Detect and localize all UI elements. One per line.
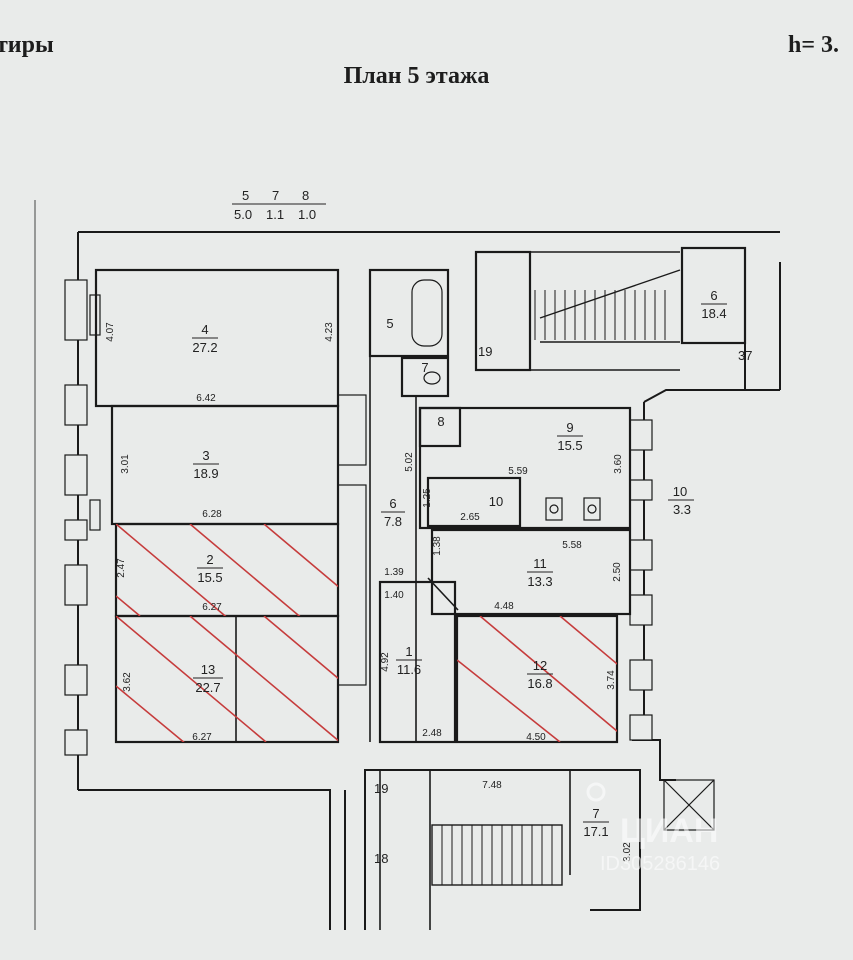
header-right-fragment: h= 3. <box>788 32 840 58</box>
room-9 <box>418 406 632 530</box>
room-5 <box>368 268 450 358</box>
dim-room1-bottom: 2.48 <box>422 728 442 739</box>
room-7-out-area: 17.1 <box>583 824 608 839</box>
dim-room1-width: 1.40 <box>384 590 404 601</box>
legend-number-1: 5 <box>242 188 249 203</box>
room-5-number: 5 <box>386 316 393 331</box>
dim-room13-width: 6.27 <box>192 732 212 743</box>
room-13-number: 13 <box>201 662 215 677</box>
room-4-area: 27.2 <box>192 340 217 355</box>
dim-room12-right: 3.74 <box>606 670 617 690</box>
wall-blocks <box>89 294 367 686</box>
legend-area-1: 5.0 <box>234 207 252 222</box>
room-13-area: 22.7 <box>195 680 220 695</box>
room-3-number: 3 <box>202 448 209 463</box>
stair-19-bottom: 19 <box>374 781 388 796</box>
room-3-area: 18.9 <box>193 466 218 481</box>
room-6-number: 6 <box>389 496 396 511</box>
dim-room10-width: 2.65 <box>460 512 480 523</box>
dim-room2-left: 2.47 <box>116 558 127 578</box>
room-1 <box>378 580 457 744</box>
room-1-number: 1 <box>405 644 412 659</box>
watermark: ЦИАН ID305286146 <box>586 782 720 875</box>
room-13 <box>114 614 340 744</box>
room-6-out-area: 18.4 <box>701 306 726 321</box>
dim-room11-width: 5.58 <box>562 540 582 551</box>
room-6-out <box>680 246 747 345</box>
room-9-area: 15.5 <box>557 438 582 453</box>
room-6-area: 7.8 <box>384 514 402 529</box>
legend-area-3: 1.0 <box>298 207 316 222</box>
dim-room9-width: 5.59 <box>508 466 528 477</box>
watermark-id: ID305286146 <box>600 853 720 875</box>
room-10 <box>426 476 522 528</box>
right-windows <box>629 419 653 741</box>
toilet-icon <box>423 371 441 385</box>
legend-number-2: 7 <box>272 188 279 203</box>
dim-room11-left: 1.38 <box>432 536 443 556</box>
header-left-fragment: тиры <box>0 32 54 58</box>
stair-37: 37 <box>738 348 752 363</box>
room-1-area: 11.6 <box>397 662 421 677</box>
entrance-box-icon <box>663 779 715 831</box>
room-11-area: 13.3 <box>527 574 552 589</box>
room-2-number: 2 <box>206 552 213 567</box>
plan-title: План 5 этажа <box>343 63 490 89</box>
stair-19-top: 19 <box>478 344 492 359</box>
room-7 <box>400 356 450 398</box>
dim-room4-left: 4.07 <box>105 322 116 342</box>
room-11 <box>430 528 632 616</box>
room-9-number: 9 <box>566 420 573 435</box>
room-2-area: 15.5 <box>197 570 222 585</box>
room-11-number: 11 <box>533 556 547 571</box>
dim-room13-left: 3.62 <box>122 672 133 692</box>
dim-room2-width: 6.27 <box>202 602 222 613</box>
top-staircase <box>534 269 681 343</box>
dim-room4-right: 4.23 <box>324 322 335 342</box>
dim-room10-height: 1.25 <box>422 488 433 508</box>
dim-room4-width: 6.42 <box>196 393 216 404</box>
room-10-number: 10 <box>489 494 503 509</box>
dim-room3-width: 6.28 <box>202 509 222 520</box>
room-10-out-number: 10 <box>673 484 687 499</box>
hatched-rooms <box>116 524 617 742</box>
stair-18: 18 <box>374 851 388 866</box>
dim-room6-width: 1.39 <box>384 567 404 578</box>
left-windows <box>64 279 88 756</box>
dim-room6-length: 5.02 <box>404 452 415 472</box>
dim-room9-right: 3.60 <box>613 454 624 474</box>
room-8-number: 8 <box>437 414 444 429</box>
room-19-top <box>474 250 532 372</box>
stove-icon <box>545 497 601 521</box>
room-10-out-area: 3.3 <box>673 502 691 517</box>
dim-room12-width: 4.48 <box>494 601 514 612</box>
dim-room1-length: 4.92 <box>380 652 391 672</box>
legend-number-3: 8 <box>302 188 309 203</box>
watermark-brand: ЦИАН <box>620 812 718 850</box>
room-12 <box>455 614 619 744</box>
room-7-out-number: 7 <box>592 806 599 821</box>
partitions <box>235 251 680 930</box>
room-12-area: 16.8 <box>527 676 552 691</box>
room-3 <box>110 404 340 526</box>
room-12-number: 12 <box>533 658 547 673</box>
dim-room7-right: 3.02 <box>622 842 633 862</box>
dim-room12-bottom: 4.50 <box>526 732 546 743</box>
room-4-number: 4 <box>201 322 208 337</box>
bathtub-icon <box>411 279 443 347</box>
location-pin-icon <box>586 782 606 802</box>
dim-stair-width: 7.48 <box>482 780 502 791</box>
room-7-number: 7 <box>421 360 428 375</box>
legend-area-2: 1.1 <box>266 207 284 222</box>
room-6-out-number: 6 <box>710 288 717 303</box>
bottom-staircase <box>431 824 563 886</box>
room-2 <box>114 522 340 618</box>
dim-room11-right: 2.50 <box>612 562 623 582</box>
dim-room3-left: 3.01 <box>120 454 131 474</box>
